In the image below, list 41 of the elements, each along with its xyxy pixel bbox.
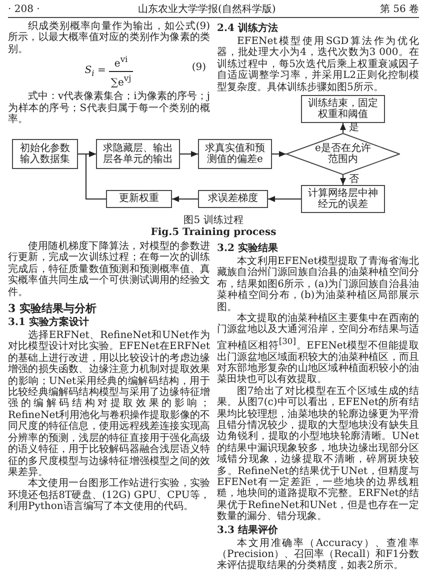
paragraph: 本文使用一台图形工作站进行实验，实验环境还包括8T硬盘、(12G) GPU、CPU等，利用Python语言编写了本文使用的代码。	[8, 478, 210, 513]
section-heading: 3.2 实验结果	[217, 243, 279, 255]
paragraph: 图7给出了对比模型在五个区域生成的结果。从图7(c)中可以看出，EFENet的所有结果均比较理想，油菜地块的轮廓边缘更为平滑且错分情况较少，提取的大型地块没有缺失且边角锐利，提取的小型地块轮廓清晰。UNet的结果中漏识现象较多，地块边缘出现部分区域错分现象，边缘提取不清晰，碎屑斑块较多。RefineNet的结果优于UNet，但精度与EFENet有一定差距，一些地块的边界线粗糙，地块间的道路提取不完整。ERFNet的结果优于RefineNet和UNet，但是也存在一定数量的漏分、错分现象。	[217, 386, 419, 523]
paragraph: 本文利用EFENet模型提取了青海省海北藏族自治州门源回族自治县的油菜种植空间分布，结果如图6所示，(a)为门源回族自治县油菜种植空间分布，(b)为油菜种植区局部展示图。	[217, 256, 419, 313]
arrow	[86, 151, 106, 200]
formula-denominator: ∑e$^{vj}$	[108, 70, 134, 90]
section-heading: 2.4 训练方法	[217, 23, 279, 35]
arrow	[340, 122, 346, 134]
equation-number: (9)	[192, 62, 206, 74]
paragraph: 本文提取的油菜种植区主要集中在西南的门源盆地以及大通河沿岸，空间分布结果与适宜种植区相符$^{[30]}$。EFENet模型不但能提取出门源盆地区域面积较大的油菜种植区，而且对东部地形复杂的山地区域种植面积较小的油菜田块也可以有效提取。	[217, 313, 419, 386]
process-box: 训练结束，固定权重和阈值	[301, 95, 385, 123]
section-heading: 3.3 结果评价	[217, 524, 279, 537]
page-number: · 208 ·	[8, 3, 40, 16]
edge-label: 是	[348, 123, 360, 133]
formula-numerator: e$^{vi}$	[114, 53, 128, 71]
section-heading: 3 实验结果与分析	[8, 302, 98, 316]
section-heading: 3.1 实验方案设计	[8, 317, 90, 330]
arrow	[340, 174, 346, 186]
paragraph: 织成类别概率向量作为输出，如公式(9)所示，以最大概率值对应的类别作为像素的类别。	[8, 21, 210, 56]
paragraph: 式中：v代表像素集合；i为像素的序号；j为样本的序号；S代表归属于每一个类别的概率。	[8, 91, 210, 126]
arrow	[180, 151, 198, 157]
edge-label: 否	[348, 175, 360, 185]
process-box: 求真实值和预测值的偏差e	[198, 139, 272, 169]
arrow	[272, 151, 286, 157]
figure-caption: Fig.5 Training process	[150, 227, 277, 239]
paragraph: 使用随机梯度下降算法，对模型的参数进行更新，完成一次训练过程；在每一次的训练完成后，特征质量数值预测和预测概率值、真实概率值共同生成一个可供测试调用的经验文件。	[8, 241, 210, 298]
journal-title: 山东农业大学学报(自然科学版)	[138, 3, 276, 16]
arrow	[268, 196, 302, 202]
paragraph: 本文用准确率（Accuracy）、查准率（Precision）、召回率（Recall）和F1分数来评估提取结果的分类精度，如表2所示。	[217, 538, 419, 572]
volume-number: 第 56 卷	[380, 3, 419, 16]
formula-lhs: S$_{i}$ =	[84, 64, 106, 78]
process-box: 求隐藏层、输出层各单元的输出	[96, 139, 180, 169]
process-box: 初始化参数输入数据集	[12, 139, 78, 169]
decision-diamond: e是否在允许范围内	[286, 133, 400, 175]
figure-caption: 图5 训练过程	[182, 215, 244, 227]
process-box: 更新权重	[106, 190, 172, 208]
process-box: 计算网络层中神经元的误差	[301, 185, 385, 213]
arrow	[172, 196, 198, 202]
paragraph: EFENet模型使用SGD算法作为优化器，批处理大小为4，迭代次数为3 000。在训练过程中，每5次迭代后乘上权重衰减因子自适应调整学习率，并采用L2正则化控制模型复杂度。具体训练步骤如图5所示。	[217, 36, 419, 94]
process-box: 求误差梯度	[198, 190, 268, 208]
paragraph: 选择ERFNet、RefineNet和UNet作为对比模型设计对比实验。EFENet在ERFNet的基础上进行改进，用以比较设计的考虑边缘增强的损失函数、边缘注意力机制对提取效果的影响；UNet采用经典的编解码结构，用于比较经典编解码结构模型与采用了边缘特征增强的编解码结构对提取效果的影响；RefineNet利用池化与卷积操作提取影像的不同尺度的特征信息，使用远程残差连接实现高分辨率的预测，浅层的特征直接用于强化高级的语义特征，用于比较解码器融合浅层语义特征的多尺度模型与边缘特征增强模型之间的效果差异。	[8, 330, 210, 478]
